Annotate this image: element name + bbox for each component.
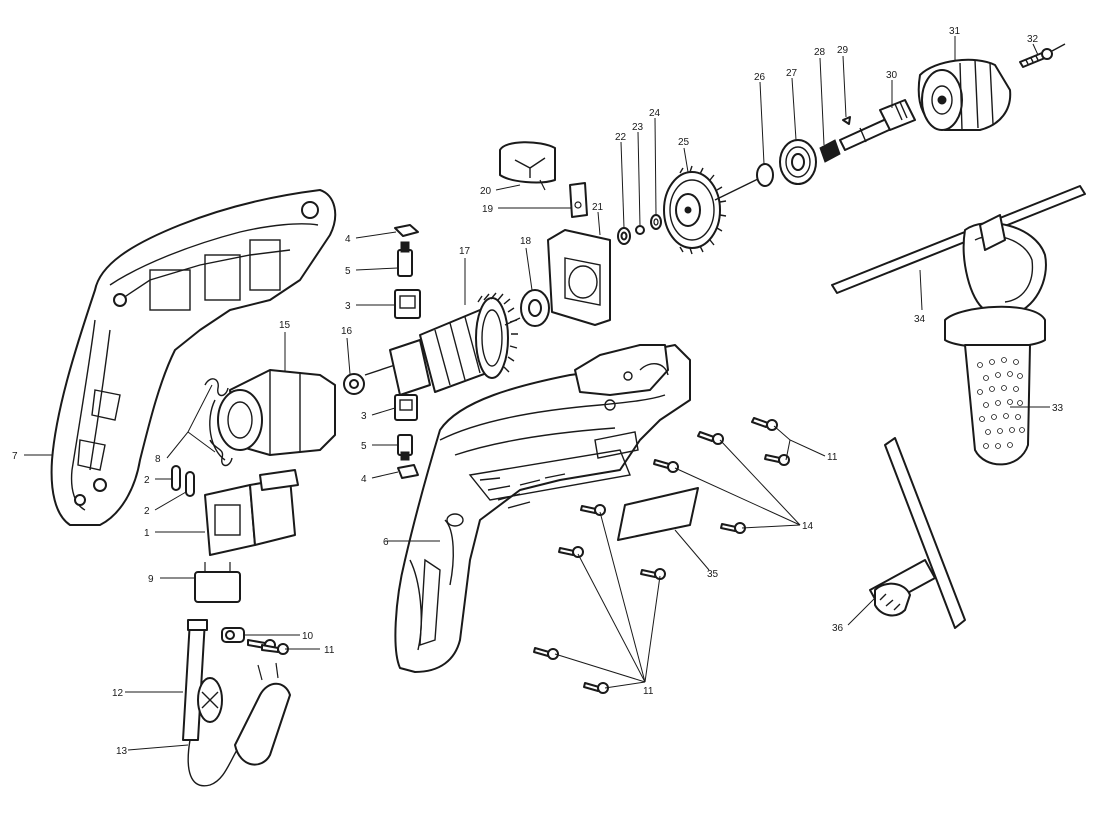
- label-4-upper: 4: [345, 234, 351, 245]
- needle-bearing: [617, 227, 631, 245]
- label-34: 34: [914, 314, 926, 325]
- label-14: 14: [802, 521, 814, 532]
- armature-washer: [343, 373, 365, 395]
- label-20: 20: [480, 186, 492, 197]
- ball-bearing: [779, 139, 817, 185]
- label-2-upper: 2: [144, 475, 150, 486]
- clamp-screws: [247, 639, 289, 655]
- label-6: 6: [383, 537, 389, 548]
- right-housing-half: [394, 344, 691, 673]
- label-33: 33: [1052, 403, 1064, 414]
- label-22: 22: [615, 132, 627, 143]
- label-30: 30: [886, 70, 898, 81]
- power-cord-plug: [187, 662, 291, 787]
- label-2-lower: 2: [144, 506, 150, 517]
- label-36: 36: [832, 623, 844, 634]
- label-1: 1: [144, 528, 150, 539]
- screws-lower-group: [533, 504, 666, 694]
- chuck-screw: [1019, 43, 1066, 68]
- label-11-lower: 11: [643, 686, 654, 697]
- label-19: 19: [482, 204, 494, 215]
- label-12: 12: [112, 688, 124, 699]
- label-7: 7: [12, 451, 18, 462]
- label-35: 35: [707, 569, 719, 580]
- leader-lines: [24, 36, 1050, 751]
- retaining-ring: [650, 214, 662, 230]
- chuck-key: [869, 437, 966, 629]
- o-ring: [756, 163, 774, 187]
- label-18: 18: [520, 236, 532, 247]
- label-21: 21: [592, 202, 604, 213]
- label-3-upper: 3: [345, 301, 351, 312]
- cord-clamp: [221, 627, 245, 643]
- part-number-labels: 7 1 2 2 8 9 10 11 12 13 4 5 3 3 5 4 15 1…: [12, 26, 1064, 757]
- brush-springs: [204, 378, 233, 467]
- selector-plate: [569, 182, 588, 218]
- label-8: 8: [155, 454, 161, 465]
- label-11-cord: 11: [324, 645, 335, 656]
- key: [842, 116, 851, 125]
- label-4-lower: 4: [361, 474, 367, 485]
- steel-ball: [635, 225, 645, 235]
- capacitors: [171, 465, 195, 497]
- brush-lower: [394, 394, 419, 479]
- cord-guard: [182, 619, 208, 741]
- label-13: 13: [116, 746, 128, 757]
- side-handle: [944, 214, 1047, 466]
- label-5-lower: 5: [361, 441, 367, 452]
- armature-bearing: [520, 289, 550, 327]
- label-15: 15: [279, 320, 291, 331]
- label-5-upper: 5: [345, 266, 351, 277]
- spindle-gear: [663, 165, 761, 255]
- mode-selector-knob: [499, 141, 556, 191]
- depth-rod: [831, 185, 1086, 294]
- label-26: 26: [754, 72, 766, 83]
- label-17: 17: [459, 246, 471, 257]
- trigger-switch: [204, 469, 299, 556]
- label-3-lower: 3: [361, 411, 367, 422]
- label-sticker: [617, 487, 699, 541]
- label-9: 9: [148, 574, 154, 585]
- drill-chuck: [917, 58, 1012, 131]
- label-32: 32: [1027, 34, 1039, 45]
- brush-upper: [394, 224, 421, 319]
- label-25: 25: [678, 137, 690, 148]
- armature: [364, 292, 521, 396]
- stator: [209, 369, 336, 461]
- label-24: 24: [649, 108, 661, 119]
- handle-grip-dots: [977, 357, 1025, 449]
- label-10: 10: [302, 631, 314, 642]
- label-11-right: 11: [827, 452, 838, 463]
- gear-housing: [547, 229, 611, 326]
- spring: [819, 139, 841, 163]
- spindle: [839, 99, 916, 151]
- suppressor: [194, 562, 241, 603]
- label-29: 29: [837, 45, 849, 56]
- label-31: 31: [949, 26, 961, 37]
- label-27: 27: [786, 68, 798, 79]
- left-housing-half: [50, 189, 337, 526]
- label-28: 28: [814, 47, 826, 58]
- label-23: 23: [632, 122, 644, 133]
- label-16: 16: [341, 326, 353, 337]
